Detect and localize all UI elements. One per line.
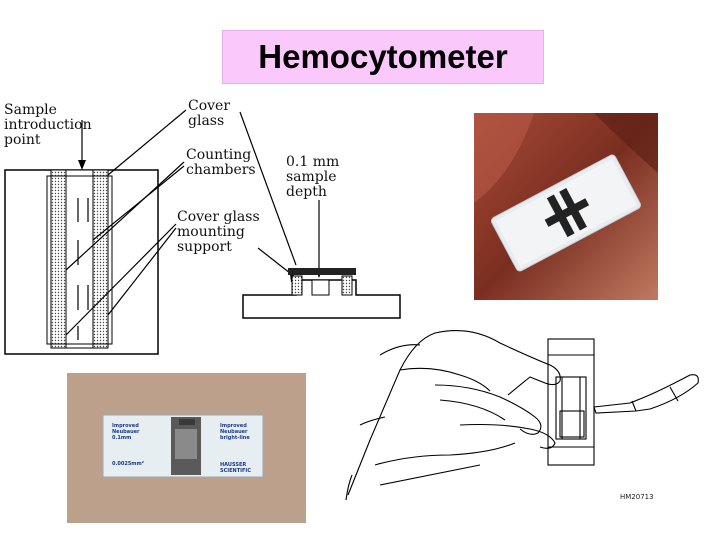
label-sample-depth: 0.1 mm sample depth (286, 154, 340, 200)
side-view-base (242, 279, 401, 319)
hemocytometer-photo-bottom (67, 373, 306, 523)
hand-pipette-drawing (345, 330, 699, 501)
photo-label-left: Improved Neubauer 0.1mm (112, 423, 140, 441)
hemocytometer-photo-top (474, 113, 658, 300)
label-sample-intro: Sample introduction point (4, 102, 92, 148)
photo-label-right: Improved Neubauer bright-line (220, 423, 250, 441)
label-mounting-support: Cover glass mounting support (177, 209, 260, 255)
label-cover-glass: Cover glass (188, 98, 231, 129)
title-text: Hemocytometer (258, 38, 508, 75)
right-support-strip (92, 169, 109, 349)
side-view-cover-glass (288, 268, 356, 275)
cover-glass-outline (46, 175, 113, 345)
photo-value-left: 0.0025mm² (112, 461, 144, 467)
hemocytometer-schematic (4, 109, 401, 355)
figure-code: HM20713 (620, 493, 654, 501)
left-support-strip (50, 169, 67, 349)
page-title: Hemocytometer (222, 30, 544, 84)
label-counting-chambers: Counting chambers (186, 147, 256, 178)
photo-brand-right: HAUSSER SCIENTIFIC (220, 462, 251, 474)
